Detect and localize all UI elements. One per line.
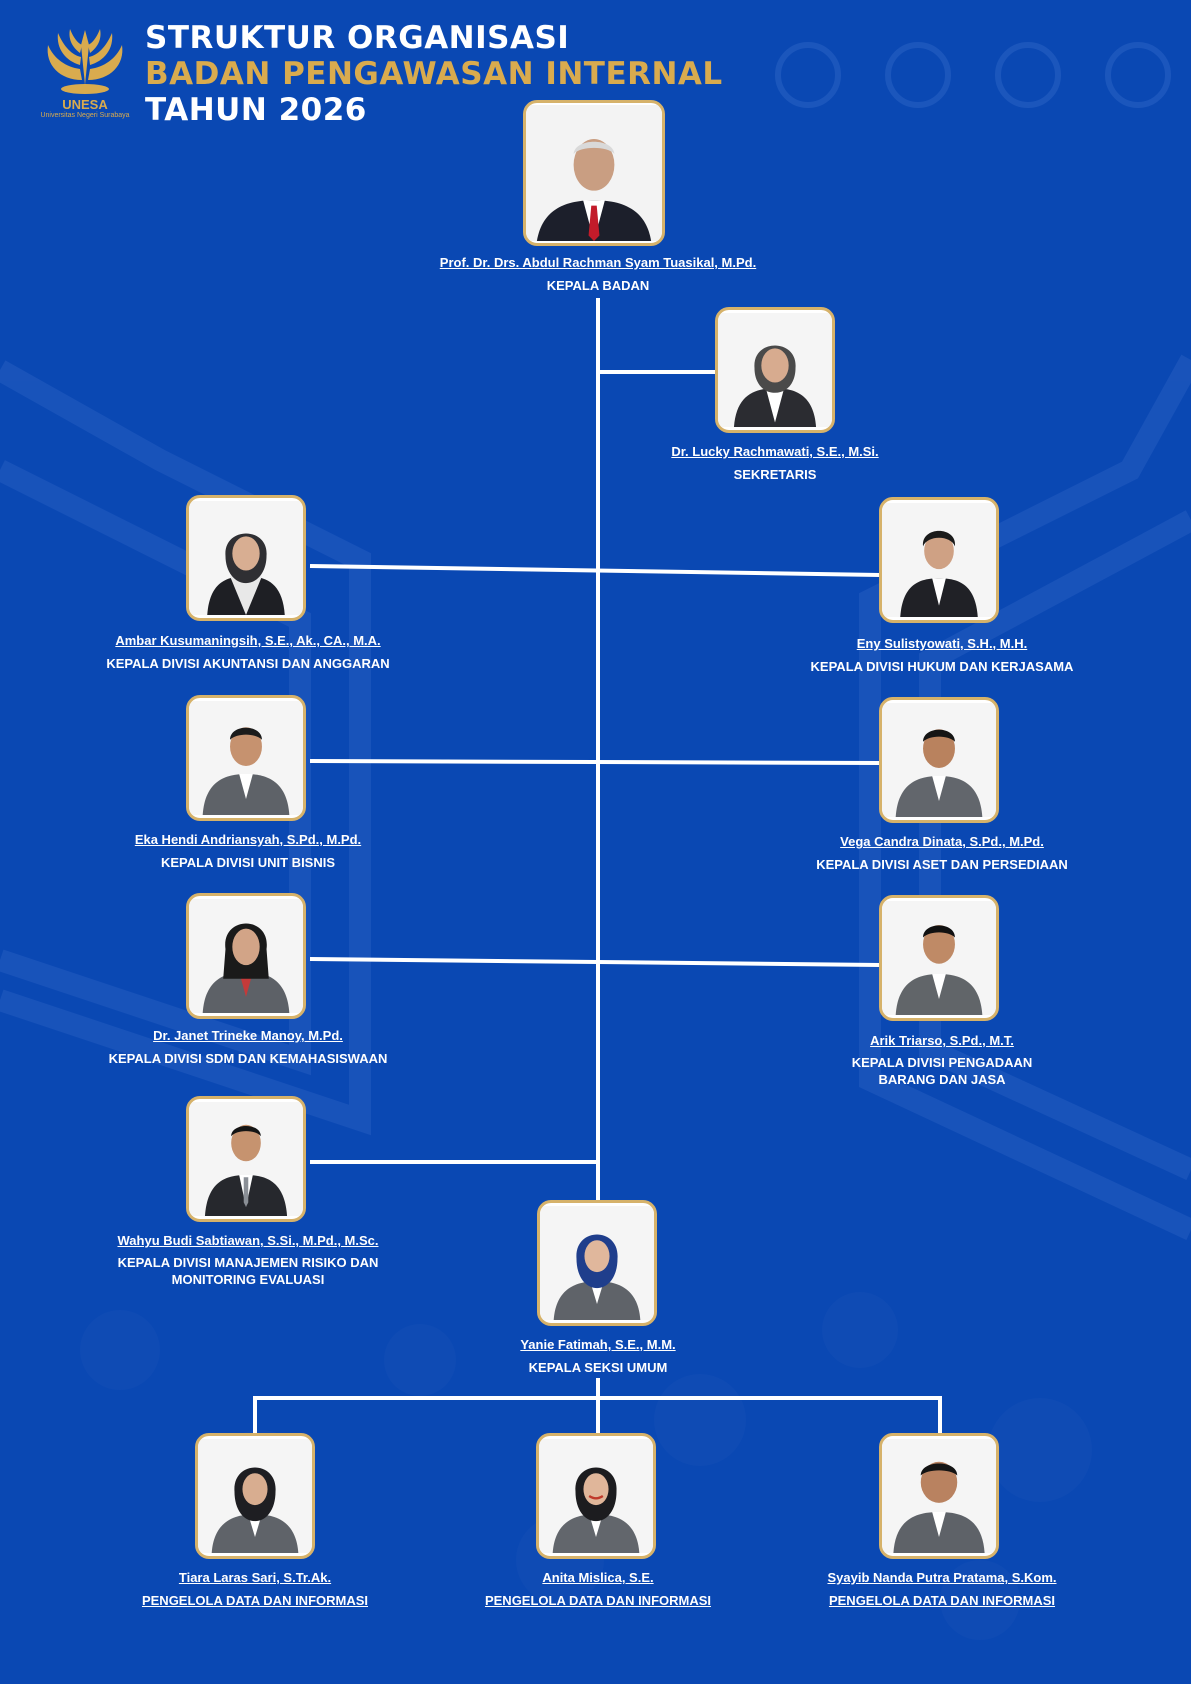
person-role: KEPALA DIVISI AKUNTANSI DAN ANGGARAN — [106, 656, 390, 671]
label-staff-1: Tiara Laras Sari, S.Tr.Ak. PENGELOLA DAT… — [65, 1569, 445, 1609]
person-portrait-icon — [198, 1439, 312, 1553]
label-kepala-seksi-umum: Yanie Fatimah, S.E., M.M. KEPALA SEKSI U… — [408, 1336, 788, 1376]
person-portrait-icon — [189, 1102, 303, 1216]
title-line-3: TAHUN 2026 — [145, 92, 367, 128]
branch-row-1 — [309, 564, 881, 577]
label-kadiv-sdm: Dr. Janet Trineke Manoy, M.Pd. KEPALA DI… — [58, 1027, 438, 1067]
person-portrait-icon — [882, 703, 996, 817]
person-role: SEKRETARIS — [733, 467, 817, 482]
person-role: KEPALA DIVISI HUKUM DAN KERJASAMA — [810, 659, 1074, 674]
person-name: Eka Hendi Andriansyah, S.Pd., M.Pd. — [134, 832, 362, 847]
person-role-line-2: MONITORING EVALUASI — [171, 1272, 325, 1287]
label-kadiv-aset: Vega Candra Dinata, S.Pd., M.Pd. KEPALA … — [752, 833, 1132, 873]
person-portrait-icon — [526, 105, 662, 241]
person-role: KEPALA SEKSI UMUM — [528, 1360, 668, 1375]
photo-sekretaris — [715, 307, 835, 433]
label-kadiv-akuntansi: Ambar Kusumaningsih, S.E., Ak., CA., M.A… — [58, 632, 438, 672]
person-portrait-icon — [189, 501, 303, 615]
photo-kepala-seksi-umum — [537, 1200, 657, 1326]
logo-subtitle-text: Universitas Negeri Surabaya — [40, 112, 130, 119]
photo-staff-2 — [536, 1433, 656, 1559]
label-kadiv-risiko: Wahyu Budi Sabtiawan, S.Si., M.Pd., M.Sc… — [58, 1232, 438, 1288]
person-name: Arik Triarso, S.Pd., M.T. — [870, 1033, 1014, 1048]
person-name: Syayib Nanda Putra Pratama, S.Kom. — [827, 1570, 1057, 1585]
photo-staff-3 — [879, 1433, 999, 1559]
person-role: KEPALA DIVISI SDM DAN KEMAHASISWAAN — [108, 1051, 388, 1066]
photo-kadiv-akuntansi — [186, 495, 306, 621]
person-role-line-1: KEPALA DIVISI MANAJEMEN RISIKO DAN — [117, 1255, 379, 1270]
person-name: Tiara Laras Sari, S.Tr.Ak. — [178, 1570, 332, 1585]
person-role: PENGELOLA DATA DAN INFORMASI — [141, 1593, 369, 1608]
photo-kadiv-risiko — [186, 1096, 306, 1222]
person-role: KEPALA BADAN — [546, 278, 650, 293]
person-name: Yanie Fatimah, S.E., M.M. — [520, 1337, 676, 1352]
person-name: Wahyu Budi Sabtiawan, S.Si., M.Pd., M.Sc… — [117, 1233, 379, 1248]
label-sekretaris: Dr. Lucky Rachmawati, S.E., M.Si. SEKRET… — [585, 443, 965, 483]
photo-kadiv-hukum — [879, 497, 999, 623]
label-staff-3: Syayib Nanda Putra Pratama, S.Kom. PENGE… — [752, 1569, 1132, 1609]
person-name: Anita Mislica, S.E. — [542, 1570, 654, 1585]
person-portrait-icon — [882, 1439, 996, 1553]
unesa-logo: UNESA Universitas Negeri Surabaya — [40, 25, 130, 125]
label-kadiv-unit-bisnis: Eka Hendi Andriansyah, S.Pd., M.Pd. KEPA… — [58, 831, 438, 871]
title-line-1: STRUKTUR ORGANISASI — [145, 20, 570, 56]
photo-kadiv-pengadaan — [879, 895, 999, 1021]
label-staff-2: Anita Mislica, S.E. PENGELOLA DATA DAN I… — [408, 1569, 788, 1609]
person-portrait-icon — [540, 1206, 654, 1320]
person-portrait-icon — [189, 701, 303, 815]
person-portrait-icon — [882, 503, 996, 617]
branch-row-2 — [309, 759, 881, 765]
person-name: Ambar Kusumaningsih, S.E., Ak., CA., M.A… — [115, 633, 381, 648]
staff-branch-line — [253, 1396, 942, 1435]
logo-brand-text: UNESA — [62, 97, 108, 112]
title-line-2: BADAN PENGAWASAN INTERNAL — [145, 56, 723, 92]
person-role-line-2: BARANG DAN JASA — [878, 1072, 1006, 1087]
photo-staff-1 — [195, 1433, 315, 1559]
label-kadiv-hukum: Eny Sulistyowati, S.H., M.H. KEPALA DIVI… — [752, 635, 1132, 675]
person-role-line-1: KEPALA DIVISI PENGADAAN — [851, 1055, 1033, 1070]
person-name: Eny Sulistyowati, S.H., M.H. — [856, 636, 1028, 651]
person-name: Vega Candra Dinata, S.Pd., M.Pd. — [840, 834, 1044, 849]
person-name: Dr. Janet Trineke Manoy, M.Pd. — [153, 1028, 343, 1043]
photo-kadiv-sdm — [186, 893, 306, 1019]
person-name: Dr. Lucky Rachmawati, S.E., M.Si. — [671, 444, 879, 459]
person-portrait-icon — [882, 901, 996, 1015]
label-kadiv-pengadaan: Arik Triarso, S.Pd., M.T. KEPALA DIVISI … — [752, 1032, 1132, 1088]
garuda-wings-icon — [47, 29, 123, 94]
person-name: Prof. Dr. Drs. Abdul Rachman Syam Tuasik… — [439, 255, 757, 270]
photo-kepala-badan — [523, 100, 665, 246]
person-portrait-icon — [189, 899, 303, 1013]
person-portrait-icon — [718, 313, 832, 427]
person-role: PENGELOLA DATA DAN INFORMASI — [484, 1593, 712, 1608]
page-title: STRUKTUR ORGANISASI BADAN PENGAWASAN INT… — [145, 20, 723, 128]
person-portrait-icon — [539, 1439, 653, 1553]
person-role: PENGELOLA DATA DAN INFORMASI — [828, 1593, 1056, 1608]
person-role: KEPALA DIVISI ASET DAN PERSEDIAAN — [816, 857, 1068, 872]
photo-kadiv-aset — [879, 697, 999, 823]
person-role: KEPALA DIVISI UNIT BISNIS — [160, 855, 336, 870]
label-kepala-badan: Prof. Dr. Drs. Abdul Rachman Syam Tuasik… — [408, 254, 788, 294]
photo-kadiv-unit-bisnis — [186, 695, 306, 821]
branch-row-3 — [309, 957, 881, 967]
